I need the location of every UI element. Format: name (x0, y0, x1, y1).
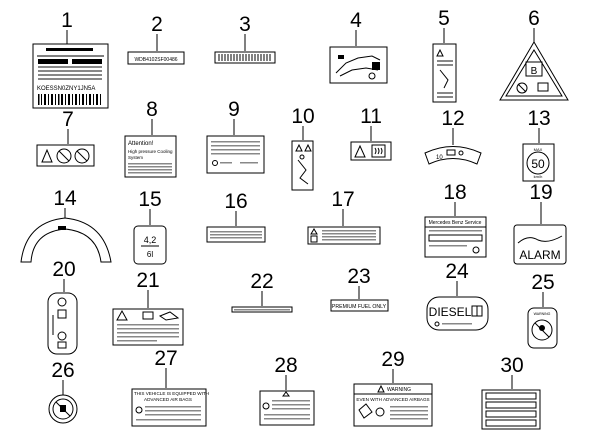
part-29-warning-airbags-label[interactable]: 29 WARNING EVEN WITH ADVANCED AIRBAGS (353, 348, 433, 427)
callout-17: 17 (331, 188, 354, 211)
callout-19: 19 (529, 181, 552, 204)
callout-14: 14 (53, 187, 77, 210)
callout-25: 25 (531, 271, 554, 294)
fuel-text-2: 6l (147, 250, 153, 259)
callout-4: 4 (350, 9, 362, 32)
part-10-icon-label[interactable]: 10 (291, 105, 315, 191)
part-16-strip-label[interactable]: 16 (206, 190, 266, 243)
part-30-stacked-strips[interactable]: 30 (481, 354, 541, 430)
part-24-diesel-label[interactable]: 24 DIESEL (426, 260, 489, 331)
callout-26: 26 (51, 359, 74, 382)
callout-6: 6 (528, 7, 540, 30)
part-19-alarm-label[interactable]: 19 ALARM (513, 181, 567, 265)
part-8-attention-label[interactable]: 8 Attention! High pressure Cooling Syste… (124, 98, 177, 178)
part-20-airbag-label[interactable]: 20 (47, 258, 78, 355)
part-23-premium-fuel-label[interactable]: 23 PREMIUM FUEL ONLY (330, 265, 389, 312)
part-18-service-label[interactable]: 18 Mercedes Benz Service (424, 181, 487, 258)
code-text: KOESSN0ZNY1JN5A (37, 86, 95, 92)
speed-value: 50 (531, 157, 545, 171)
part-14-wheel-arc[interactable]: 14 (20, 187, 112, 263)
part-17-warning-label[interactable]: 17 (307, 188, 381, 245)
part-5-warning-label[interactable]: 5 (432, 7, 457, 103)
svg-text:B: B (531, 66, 538, 77)
part-2-vin-label[interactable]: 2 WDB4102SF00486 (127, 13, 185, 65)
callout-2: 2 (151, 13, 163, 36)
part-3-barcode-strip[interactable]: 3 (214, 13, 276, 64)
callout-15: 15 (138, 188, 161, 211)
service-title: Mercedes Benz Service (429, 220, 482, 226)
alarm-text: ALARM (519, 248, 560, 262)
callout-13: 13 (527, 107, 550, 130)
part-7-icon-label[interactable]: 7 (36, 108, 95, 167)
advanced-airbags-text: ADVANCED AIR BAGS (144, 397, 192, 402)
attention-title: Attention! (128, 141, 154, 147)
svg-text:MAX: MAX (534, 147, 543, 152)
callout-3: 3 (239, 13, 251, 36)
callout-1: 1 (61, 9, 73, 32)
part-4-hood-label[interactable]: 4 (329, 9, 388, 84)
callout-30: 30 (500, 354, 523, 377)
callout-22: 22 (250, 270, 273, 293)
callout-18: 18 (443, 181, 466, 204)
callout-21: 21 (136, 269, 159, 292)
diesel-text: DIESEL (429, 305, 472, 319)
callout-29: 29 (381, 348, 404, 371)
part-26-round-label[interactable]: 26 (48, 359, 78, 424)
callout-10: 10 (291, 105, 314, 128)
callout-9: 9 (228, 98, 240, 121)
callout-16: 16 (224, 190, 247, 213)
even-with-text: EVEN WITH ADVANCED AIRBAGS (356, 397, 429, 402)
callout-11: 11 (360, 105, 382, 128)
part-22-thin-strip[interactable]: 22 (231, 270, 293, 313)
part-28-sticker[interactable]: 28 (259, 354, 315, 426)
barcode (38, 94, 101, 105)
callout-5: 5 (438, 7, 450, 30)
vin-text: WDB4102SF00486 (134, 57, 177, 63)
part-1-certification-label[interactable]: 1 KOESSN0ZNY1JN5A (32, 9, 109, 109)
part-9-text-label[interactable]: 9 (206, 98, 265, 174)
equipped-text: THIS VEHICLE IS EQUIPPED WITH (134, 391, 209, 396)
callout-8: 8 (146, 98, 158, 121)
callout-24: 24 (445, 260, 469, 283)
part-12-arc-label[interactable]: 12 10 (424, 107, 482, 165)
part-21-warning-label[interactable]: 21 (112, 269, 184, 346)
callout-28: 28 (274, 354, 297, 377)
part-15-fuel-label[interactable]: 15 4,2 6l (133, 188, 167, 265)
part-27-advanced-airbags-label[interactable]: 27 THIS VEHICLE IS EQUIPPED WITH ADVANCE… (131, 347, 209, 427)
fuel-text: 4,2 (144, 235, 157, 245)
part-11-icon-label[interactable]: 11 (350, 105, 392, 161)
callout-27: 27 (154, 347, 177, 370)
part-13-speed-label[interactable]: 13 MAX 50 km/h (522, 107, 555, 182)
callout-20: 20 (52, 258, 75, 281)
callout-23: 23 (347, 265, 370, 288)
airbag-warning-text: WARNING (534, 312, 551, 316)
premium-fuel-text: PREMIUM FUEL ONLY (332, 304, 387, 310)
attention-subline-2: System (128, 155, 143, 160)
part-25-airbag-badge[interactable]: 25 WARNING (527, 271, 558, 349)
callout-7: 7 (62, 108, 74, 131)
part-6-triangle-warning[interactable]: 6 B (499, 7, 569, 101)
svg-text:10: 10 (436, 155, 443, 161)
warning-title: WARNING (387, 387, 411, 393)
attention-subline-1: High pressure Cooling (128, 149, 173, 154)
svg-text:km/h: km/h (534, 174, 543, 179)
callout-12: 12 (441, 107, 464, 130)
